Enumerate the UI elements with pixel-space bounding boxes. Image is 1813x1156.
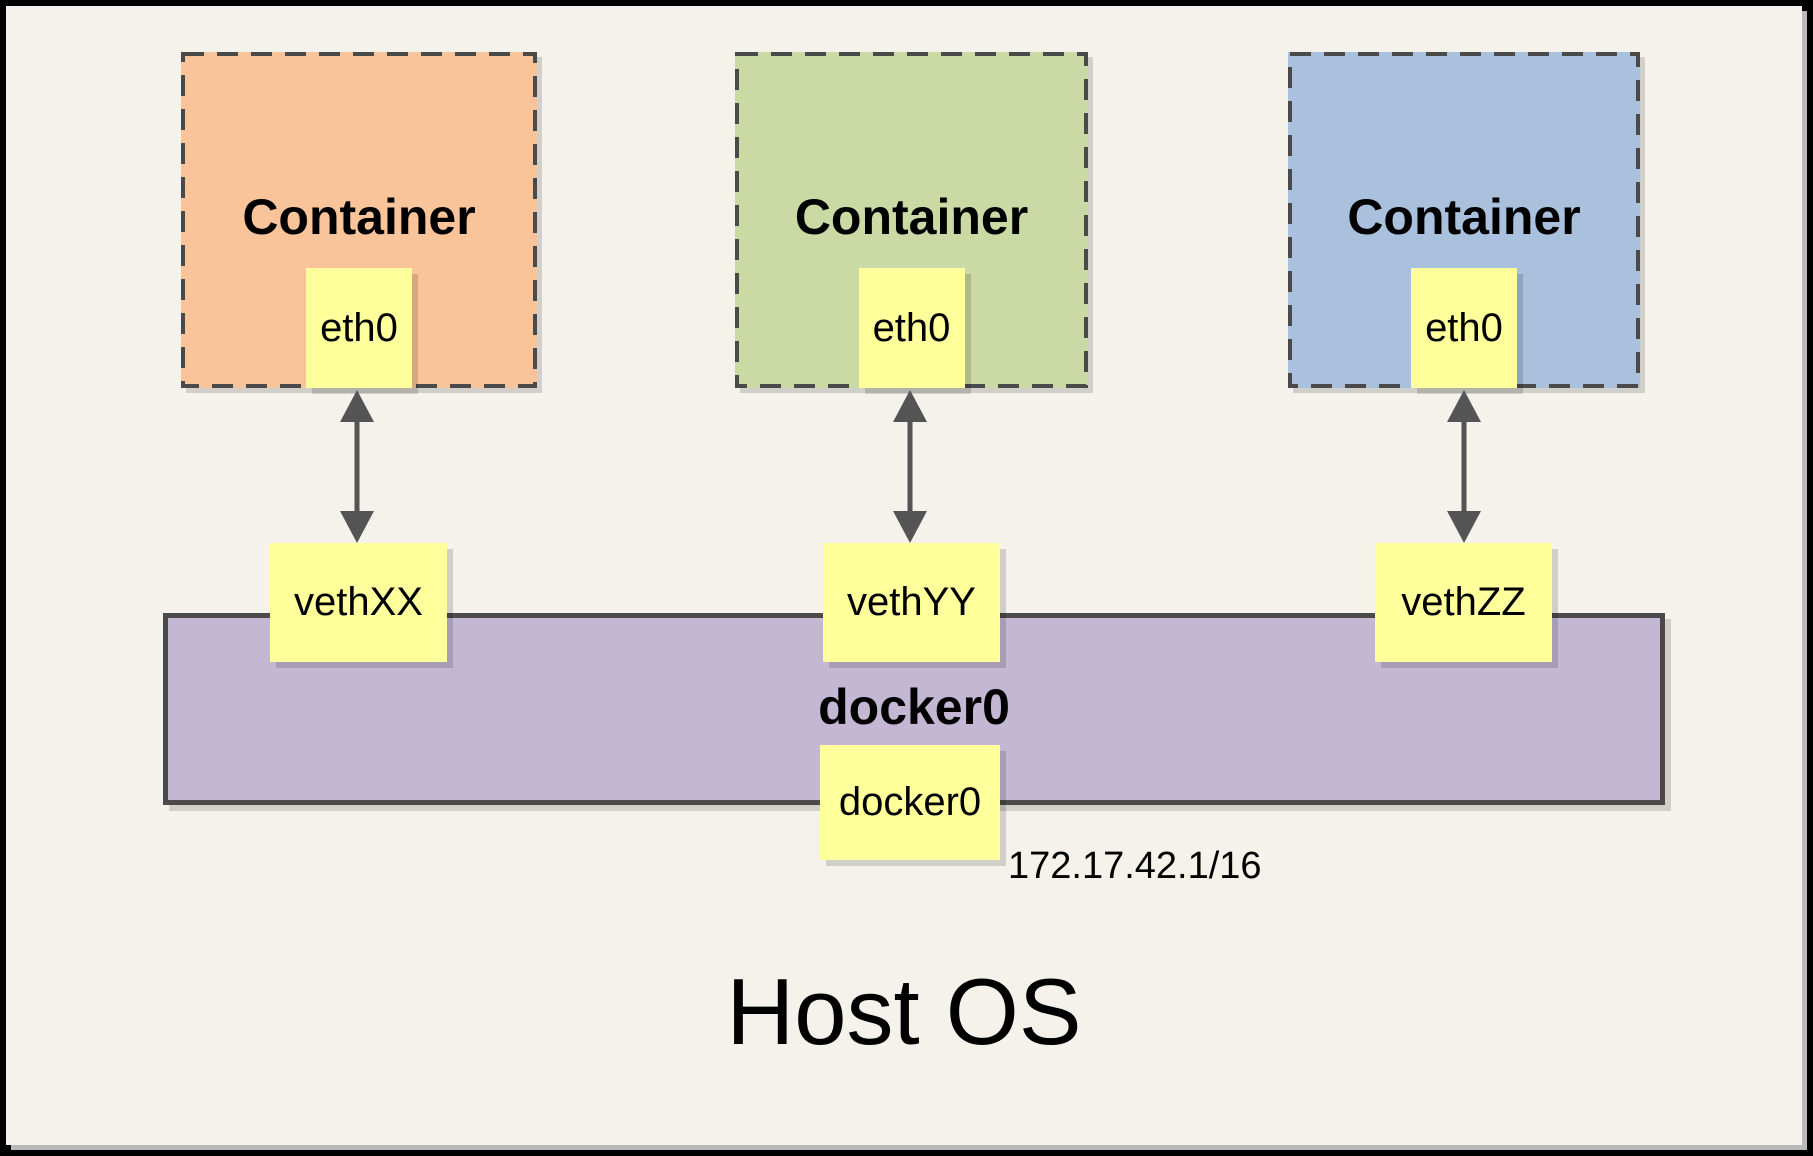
container-box-3: Container eth0 <box>1288 52 1640 388</box>
host-os-page: Container eth0 Container eth0 Container … <box>6 6 1802 1145</box>
veth-arrow-2 <box>893 390 927 543</box>
vethYY-label: vethYY <box>847 580 976 624</box>
veth-arrow-1 <box>340 390 374 543</box>
eth0-label-2: eth0 <box>872 305 951 350</box>
vethZZ-tag: vethZZ <box>1375 543 1552 662</box>
host-os-label: Host OS <box>726 959 1082 1064</box>
container-box-2: Container eth0 <box>735 52 1088 388</box>
eth0-tag-3: eth0 <box>1411 268 1517 388</box>
docker0-ip-label: 172.17.42.1/16 <box>1008 845 1262 887</box>
veth-arrow-3 <box>1447 390 1481 543</box>
container-label-1: Container <box>242 189 476 245</box>
vethXX-label: vethXX <box>294 580 423 624</box>
container-label-2: Container <box>794 189 1029 245</box>
vethZZ-label: vethZZ <box>1401 580 1526 624</box>
eth0-tag-1: eth0 <box>306 268 412 388</box>
docker0-bridge-label: docker0 <box>818 679 1010 735</box>
vethYY-tag: vethYY <box>823 543 1000 662</box>
eth0-label-1: eth0 <box>320 305 398 350</box>
eth0-label-3: eth0 <box>1425 305 1503 350</box>
docker0-interface-tag: docker0 <box>820 745 1000 860</box>
container-label-3: Container <box>1347 189 1581 245</box>
vethXX-tag: vethXX <box>270 543 447 662</box>
docker0-interface-label: docker0 <box>838 780 982 824</box>
eth0-tag-2: eth0 <box>858 268 965 388</box>
container-box-1: Container eth0 <box>181 52 537 388</box>
